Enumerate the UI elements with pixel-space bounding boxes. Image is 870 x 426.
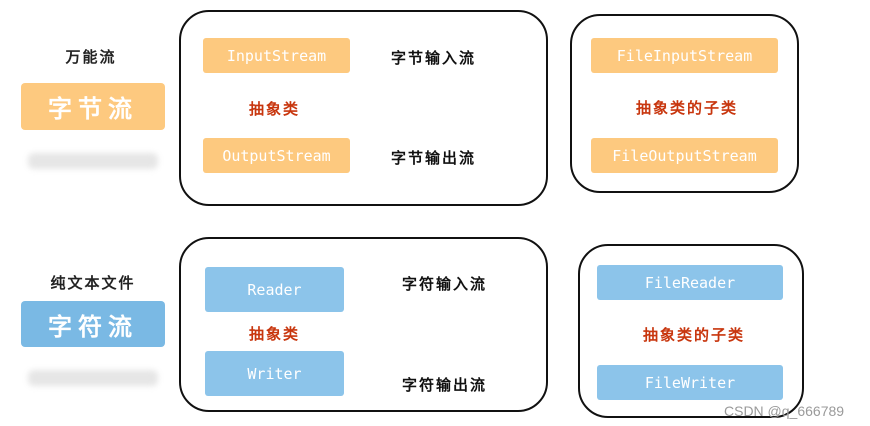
reader-desc: 字符输入流 bbox=[402, 275, 488, 293]
char-stream-blurred-caption bbox=[28, 370, 158, 386]
char-subclass-label: 抽象类的子类 bbox=[643, 326, 746, 344]
input-stream-class: InputStream bbox=[203, 38, 350, 73]
byte-abstract-label: 抽象类 bbox=[249, 100, 301, 118]
byte-stream-side-label: 万能流 bbox=[65, 48, 117, 66]
byte-subclass-label: 抽象类的子类 bbox=[636, 99, 739, 117]
file-input-stream-class: FileInputStream bbox=[591, 38, 778, 73]
input-stream-desc: 字节输入流 bbox=[391, 49, 477, 67]
char-stream-category: 字符流 bbox=[21, 301, 165, 347]
csdn-watermark: CSDN @q_666789 bbox=[724, 403, 845, 419]
output-stream-class: OutputStream bbox=[203, 138, 350, 173]
file-writer-class: FileWriter bbox=[597, 365, 783, 400]
output-stream-desc: 字节输出流 bbox=[391, 149, 477, 167]
char-stream-side-label: 纯文本文件 bbox=[50, 274, 136, 292]
file-reader-class: FileReader bbox=[597, 265, 783, 300]
char-abstract-label: 抽象类 bbox=[249, 325, 301, 343]
writer-class: Writer bbox=[205, 351, 344, 396]
reader-class: Reader bbox=[205, 267, 344, 312]
byte-stream-category: 字节流 bbox=[21, 83, 165, 130]
file-output-stream-class: FileOutputStream bbox=[591, 138, 778, 173]
writer-desc: 字符输出流 bbox=[402, 376, 488, 394]
byte-stream-blurred-caption bbox=[28, 153, 158, 169]
